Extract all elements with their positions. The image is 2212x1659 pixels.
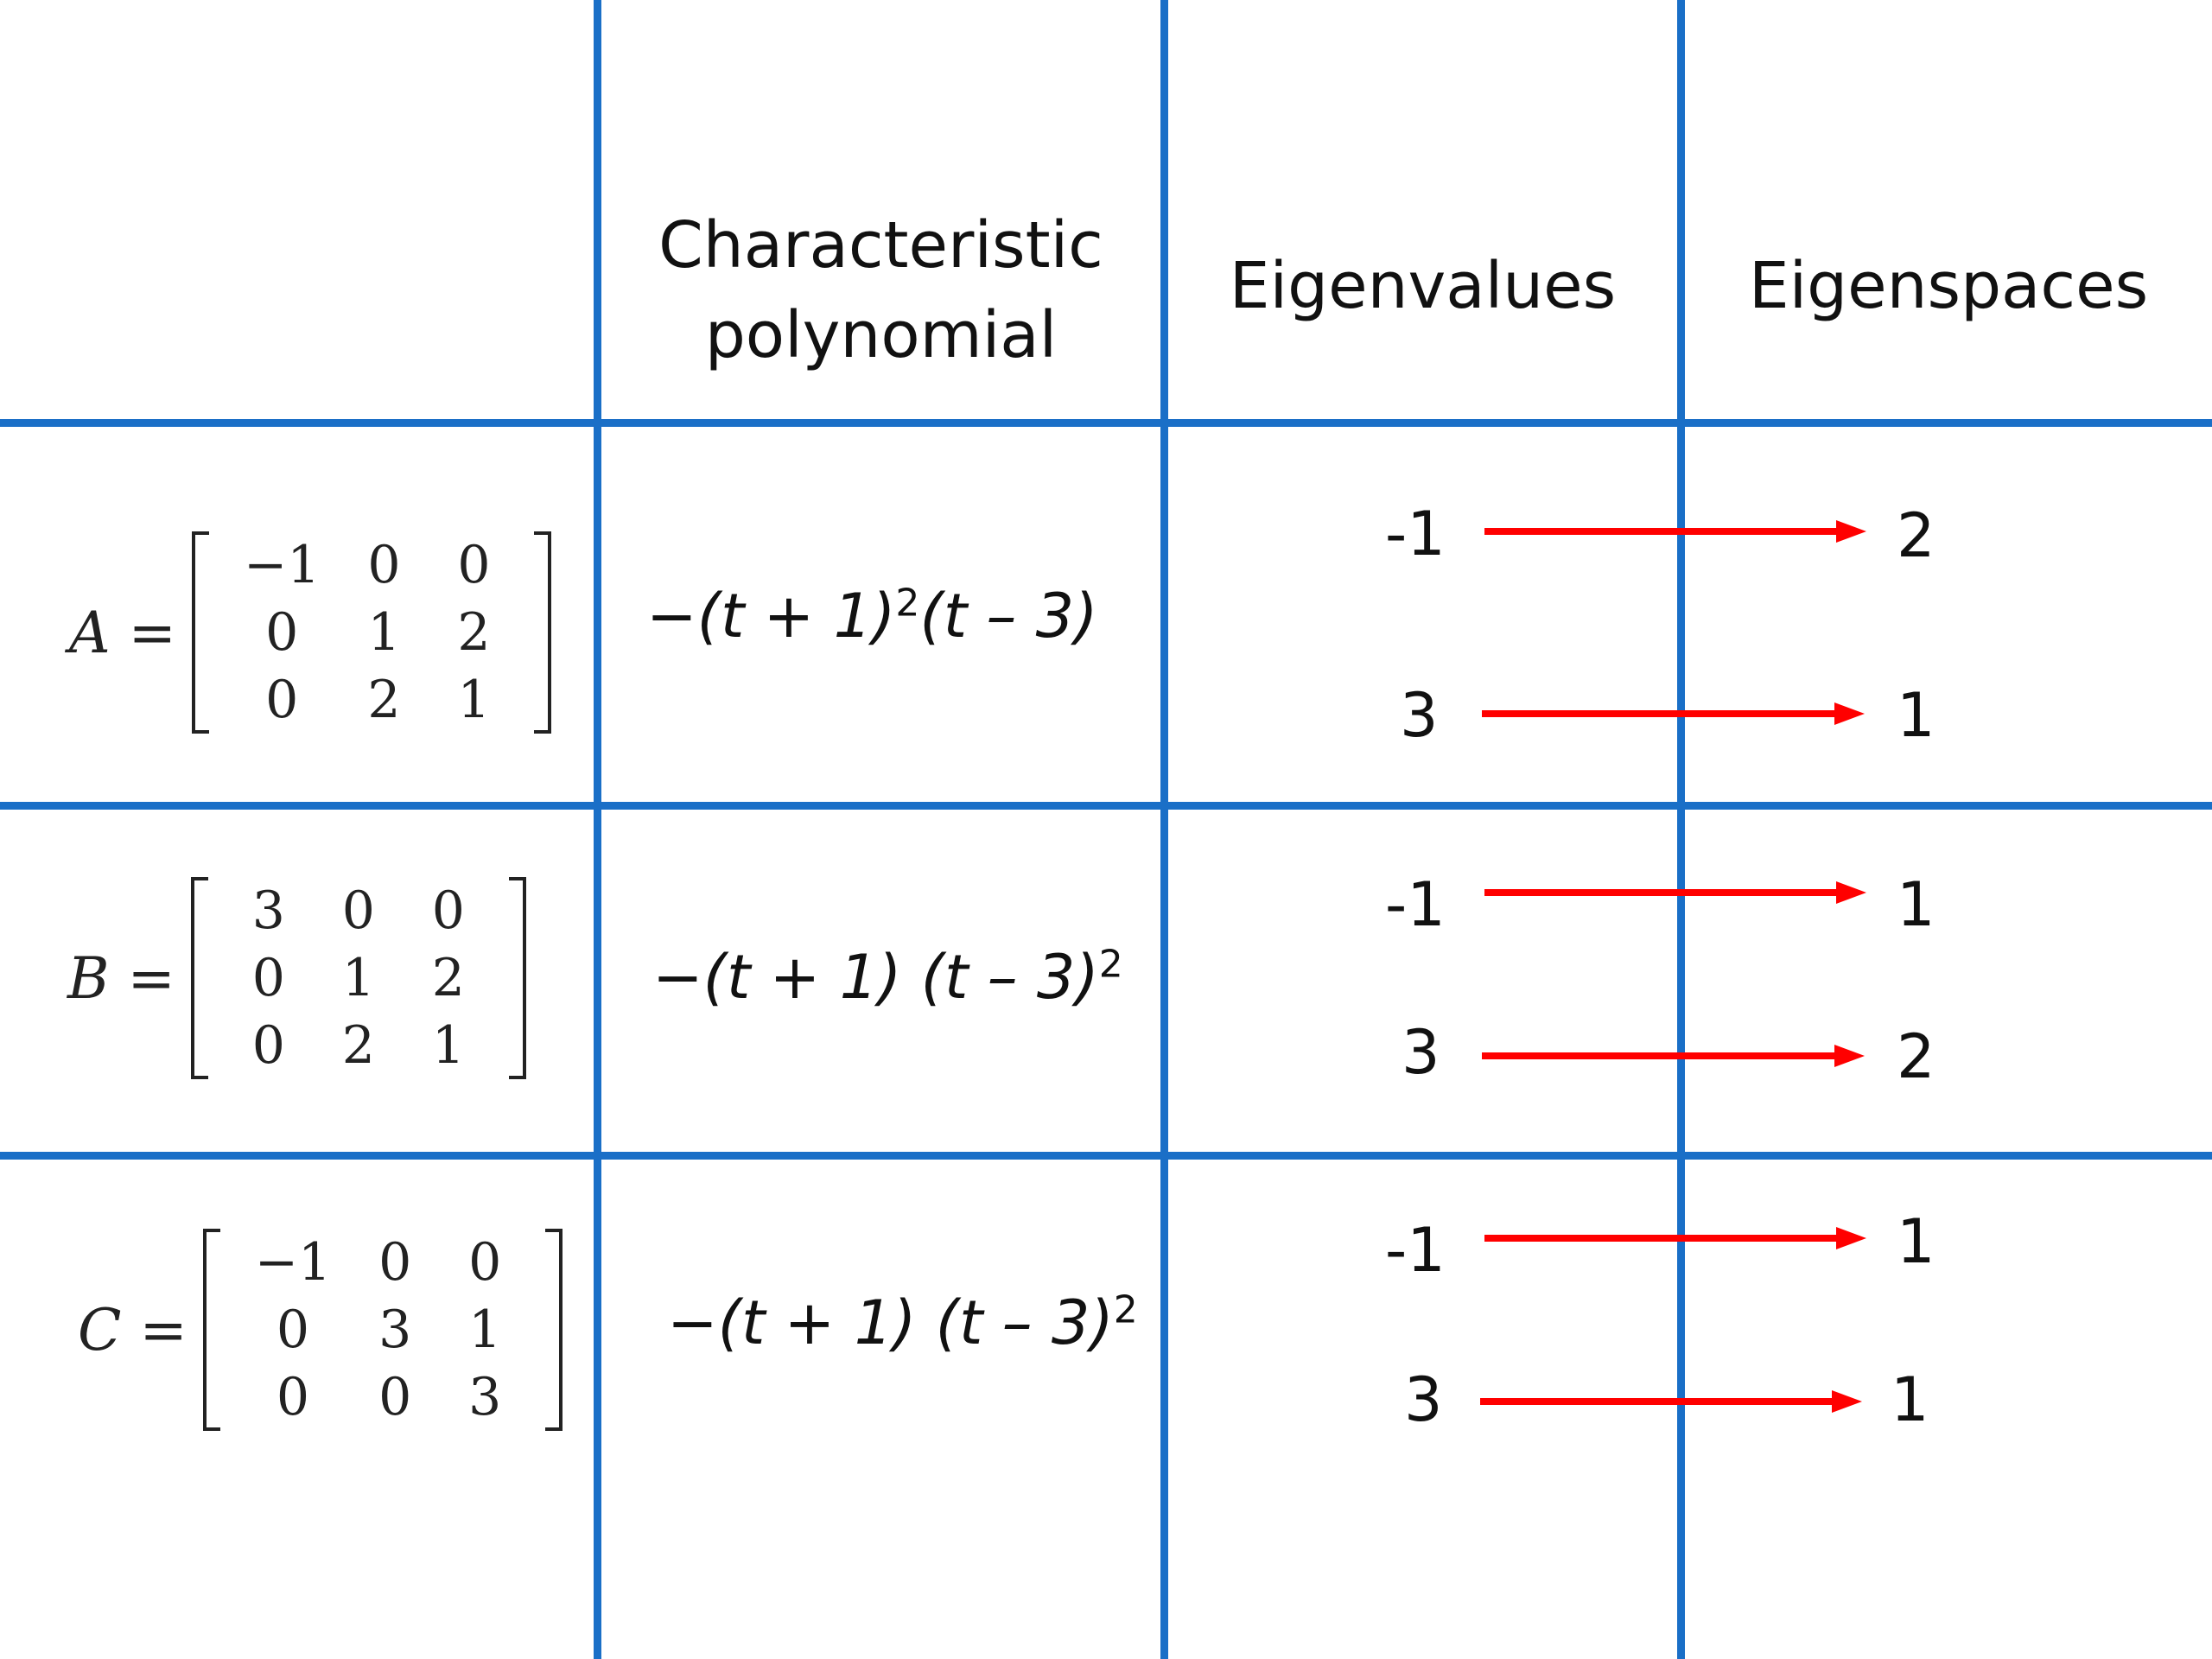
arrow-c-1	[1484, 1227, 1866, 1249]
grid-hline-1	[0, 419, 2212, 427]
arrow-c-2	[1480, 1390, 1862, 1413]
poly-b: −(t + 1) (t – 3)2	[652, 942, 1123, 1013]
matrix-cell: 3	[378, 1300, 412, 1360]
eigenvalue-c-2: 3	[1404, 1364, 1443, 1435]
matrix-cell: 0	[341, 880, 375, 941]
matrix-a-label: A =	[69, 599, 176, 666]
header-eigenvalues: Eigenvalues	[1229, 249, 1617, 323]
matrix-cell: 2	[431, 948, 465, 1008]
matrix-cell: 0	[468, 1232, 502, 1293]
header-characteristic-polynomial: Characteristic polynomial	[601, 201, 1160, 380]
matrix-cell: 1	[341, 948, 375, 1008]
eigenspace-a-2: 1	[1897, 680, 1936, 751]
grid-hline-2	[0, 802, 2212, 810]
matrix-cell: 3	[251, 880, 285, 941]
matrix-cell: 0	[276, 1367, 310, 1427]
matrix-cell: 1	[367, 602, 401, 663]
matrix-cell: 2	[341, 1015, 375, 1076]
arrow-a-2	[1482, 702, 1865, 725]
matrix-cell: −1	[254, 1232, 332, 1293]
grid-vline-3	[1677, 0, 1685, 1659]
matrix-cell: 1	[431, 1015, 465, 1076]
arrow-b-2	[1482, 1045, 1865, 1067]
matrix-cell: 0	[367, 535, 401, 595]
arrow-b-1	[1484, 881, 1866, 904]
header-char-poly-line1: Characteristic	[658, 208, 1103, 283]
poly-a: −(t + 1)2(t – 3)	[646, 581, 1098, 652]
matrix-cell: 0	[265, 602, 299, 663]
matrix-cell: 0	[457, 535, 491, 595]
matrix-cell: 0	[378, 1232, 412, 1293]
eigenspace-b-2: 2	[1897, 1021, 1936, 1092]
matrix-cell: 3	[468, 1367, 502, 1427]
arrow-a-1	[1484, 520, 1866, 543]
eigenspace-c-2: 1	[1891, 1364, 1929, 1435]
matrix-cell: −1	[243, 535, 321, 595]
eigenvalue-c-1: -1	[1385, 1215, 1446, 1286]
eigenvalue-a-2: 3	[1400, 680, 1439, 751]
matrix-cell: 0	[251, 1015, 285, 1076]
eigenvalue-b-1: -1	[1385, 869, 1446, 940]
matrix-cell: 0	[431, 880, 465, 941]
matrix-cell: 0	[251, 948, 285, 1008]
header-eigenspaces: Eigenspaces	[1748, 249, 2149, 323]
matrix-cell: 1	[457, 670, 491, 730]
matrix-c-label: C =	[78, 1296, 188, 1363]
grid-hline-3	[0, 1152, 2212, 1160]
poly-c: −(t + 1) (t – 3)2	[667, 1287, 1138, 1358]
eigenspace-a-1: 2	[1897, 500, 1936, 571]
matrix-b-label: B =	[67, 944, 175, 1012]
matrix-cell: 0	[265, 670, 299, 730]
matrix-cell: 0	[276, 1300, 310, 1360]
eigenspace-c-1: 1	[1897, 1206, 1936, 1277]
matrix-cell: 0	[378, 1367, 412, 1427]
eigenvalue-b-2: 3	[1402, 1017, 1440, 1088]
eigenspace-b-1: 1	[1897, 869, 1936, 940]
grid-vline-2	[1160, 0, 1168, 1659]
header-char-poly-line2: polynomial	[704, 297, 1058, 372]
eigenvalue-a-1: -1	[1385, 499, 1446, 569]
grid-vline-1	[594, 0, 601, 1659]
matrix-cell: 1	[468, 1300, 502, 1360]
matrix-cell: 2	[367, 670, 401, 730]
matrix-cell: 2	[457, 602, 491, 663]
